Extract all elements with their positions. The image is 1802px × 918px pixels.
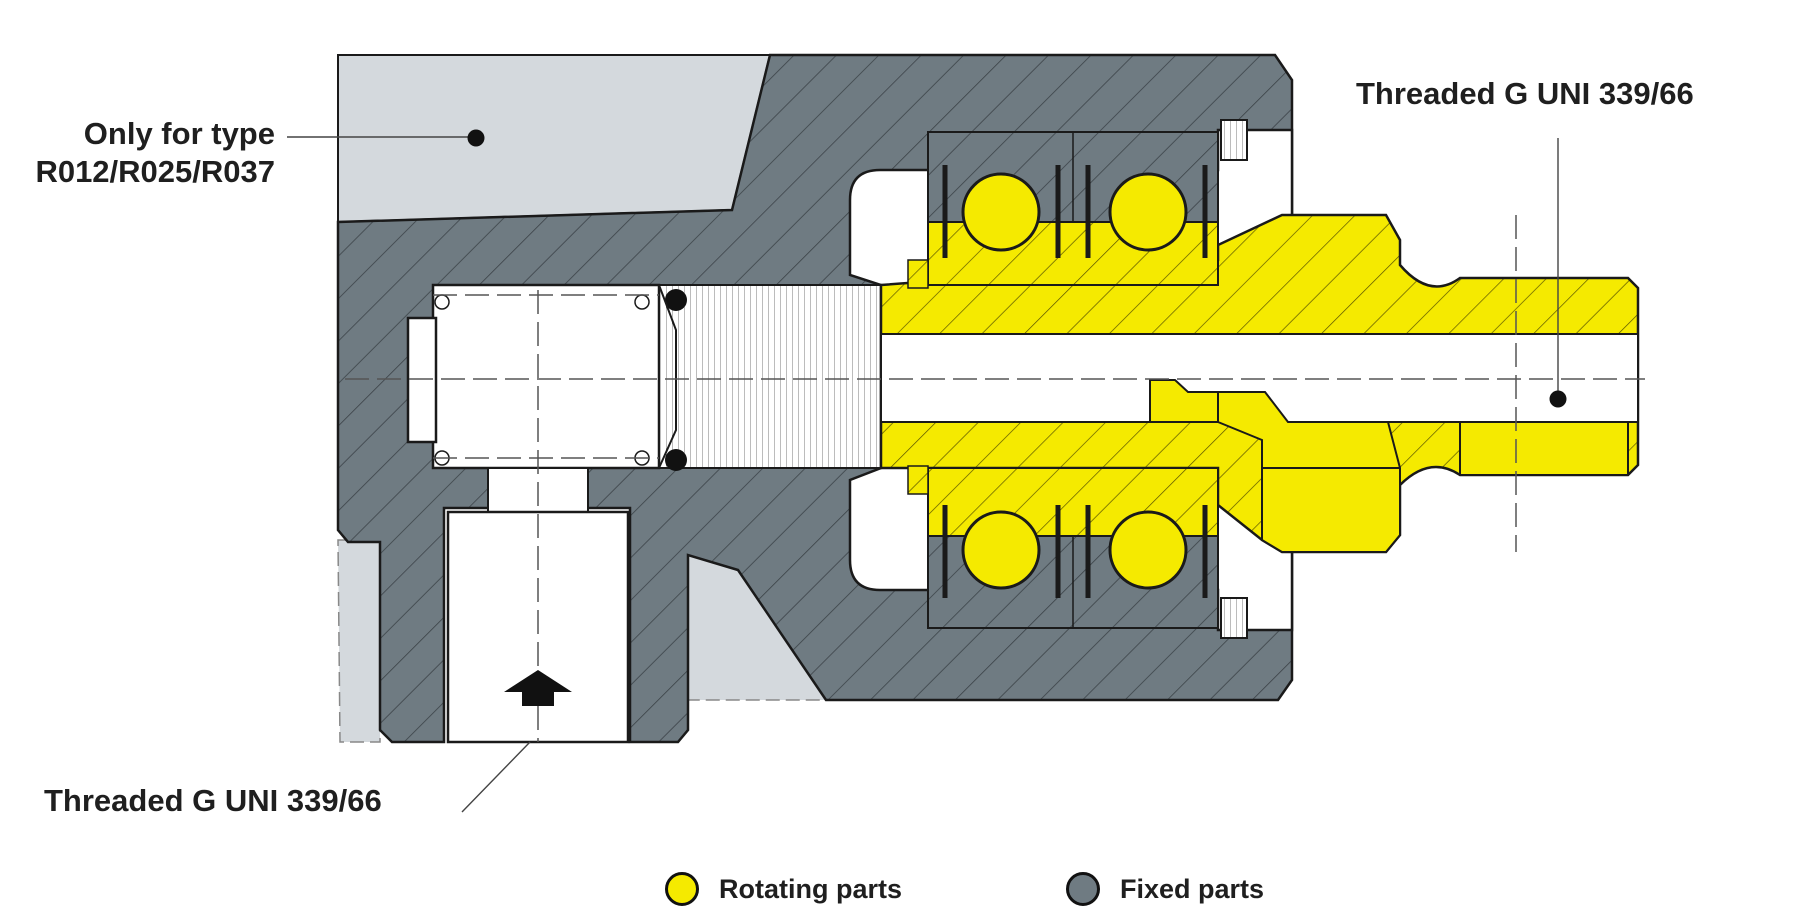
arrow-up-icon (504, 670, 572, 706)
thread-label-top: Threaded G UNI 339/66 (1356, 76, 1694, 111)
optional-type-line2: R012/R025/R037 (35, 154, 275, 189)
center-lines (345, 215, 1645, 742)
rotating-swatch-icon (665, 872, 699, 906)
optional-type-line1: Only for type (83, 116, 275, 151)
legend-label-fixed: Fixed parts (1120, 873, 1265, 904)
rotating-shaft (879, 213, 1640, 554)
ball-bearings (942, 165, 1208, 598)
optional-type-label: Only for type R012/R025/R037 (35, 115, 275, 191)
leader-dot-shaft-thread (1549, 390, 1567, 408)
leader-lines (287, 136, 1559, 813)
legend-label-rotating: Rotating parts (719, 873, 903, 904)
leader-dot-optional-body (467, 129, 485, 147)
seals (434, 284, 687, 471)
legend-item-rotating: Rotating parts (665, 872, 902, 906)
legend-item-fixed: Fixed parts (1066, 872, 1264, 906)
thread-label-bottom: Threaded G UNI 339/66 (44, 783, 382, 818)
fixed-swatch-icon (1066, 872, 1100, 906)
